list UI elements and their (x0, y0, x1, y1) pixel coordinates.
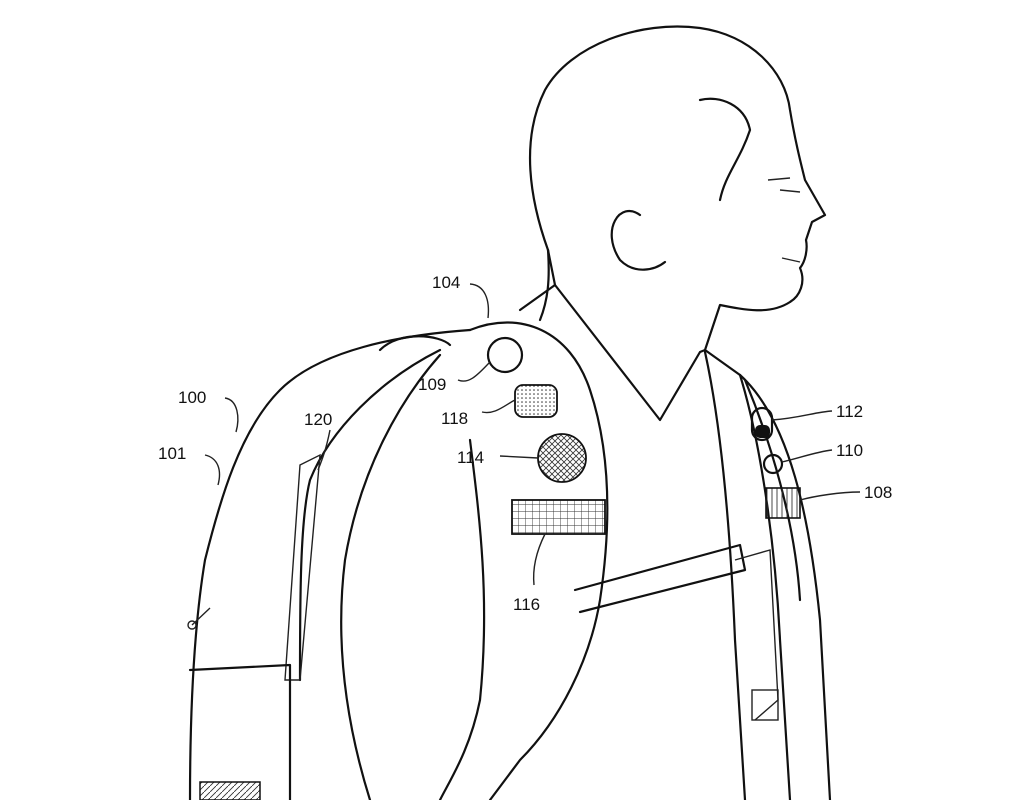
leader-lines (204, 283, 861, 586)
strap-and-arm (340, 321, 747, 800)
label-116: 116 (513, 595, 540, 614)
bottom-pocket-hatch (199, 781, 261, 800)
label-109: 109 (418, 375, 446, 394)
label-114: 114 (457, 448, 484, 467)
component-108 (765, 487, 801, 519)
head-outline (528, 25, 827, 352)
front-strap (703, 350, 802, 800)
label-112: 112 (836, 402, 863, 421)
label-110: 110 (836, 441, 863, 460)
component-109 (486, 336, 524, 374)
reference-labels: 104 100 101 120 109 118 114 116 112 110 … (158, 273, 892, 614)
component-116 (511, 499, 606, 535)
label-108: 108 (864, 483, 892, 502)
component-112 (750, 406, 774, 442)
label-104: 104 (432, 273, 460, 292)
component-110 (762, 453, 784, 475)
shirt-outline (518, 248, 832, 800)
label-118: 118 (441, 409, 468, 428)
component-118 (514, 384, 558, 418)
label-100: 100 (178, 388, 206, 407)
backpack-outline (187, 328, 472, 800)
label-101: 101 (158, 444, 186, 463)
label-120: 120 (304, 410, 332, 429)
component-114 (537, 433, 587, 483)
